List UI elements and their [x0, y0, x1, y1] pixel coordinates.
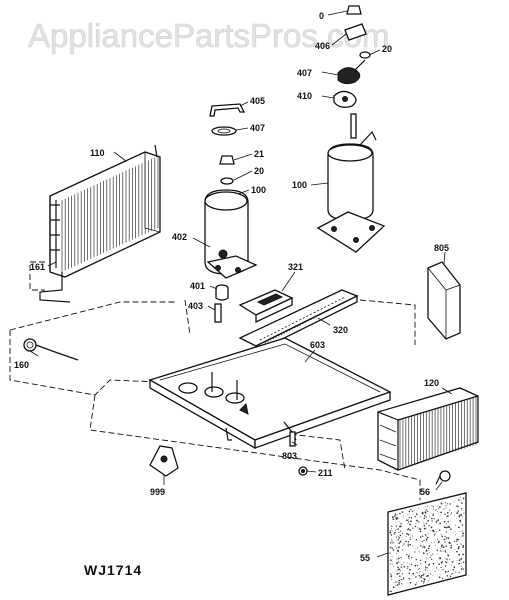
- clip-56: [435, 470, 451, 485]
- callout-21: 21: [254, 149, 264, 159]
- nut-21: [219, 155, 235, 165]
- callout-402: 402: [172, 232, 187, 242]
- callout-321: 321: [288, 262, 303, 272]
- compressor-100-right: [316, 130, 386, 253]
- callout-labels: 110 0 406 20 407 410 405 407 21 20 100 1…: [14, 11, 449, 563]
- bracket-405: [209, 103, 246, 117]
- base-pan-603: [148, 337, 392, 450]
- callout-405: 405: [250, 96, 265, 106]
- condenser-coil-110: [49, 144, 161, 278]
- panel-805: [427, 261, 461, 340]
- callout-410: 410: [297, 91, 312, 101]
- filter-55: [387, 492, 467, 596]
- callout-403: 403: [188, 301, 203, 311]
- callout-100-left: 100: [251, 185, 266, 195]
- plate-410: [333, 90, 357, 108]
- callout-603: 603: [310, 340, 325, 350]
- washer-20-left: [220, 177, 234, 185]
- callout-401: 401: [190, 281, 205, 291]
- mount-999: [149, 445, 179, 477]
- pin-403: [214, 303, 222, 323]
- callout-160: 160: [14, 360, 29, 370]
- clip-406: [344, 23, 367, 41]
- diagram-code: WJ1714: [84, 562, 142, 578]
- capillary-160: [23, 338, 79, 361]
- callout-110: 110: [90, 148, 105, 158]
- callout-56: 56: [420, 487, 430, 497]
- tube-161: [39, 272, 71, 303]
- stud-right: [350, 113, 357, 139]
- callout-120: 120: [424, 378, 439, 388]
- callout-20-left: 20: [254, 166, 264, 176]
- washer-20-right: [359, 51, 371, 59]
- screw-803: [289, 431, 296, 447]
- callout-407-left: 407: [250, 123, 265, 133]
- callout-803: 803: [282, 451, 297, 461]
- nut-0: [346, 5, 362, 15]
- callout-805: 805: [434, 243, 449, 253]
- callout-55: 55: [360, 553, 370, 563]
- callout-20-right: 20: [382, 44, 392, 54]
- watermark-text: AppliancePartsPros.com: [28, 17, 389, 54]
- bracket-321: [238, 289, 294, 324]
- callout-406: 406: [315, 41, 330, 51]
- callout-0: 0: [319, 11, 324, 21]
- compressor-100-left: [204, 189, 258, 279]
- evaporator-coil-120: [377, 387, 479, 471]
- callout-211: 211: [318, 468, 333, 478]
- gasket-407-right: [337, 59, 366, 85]
- callout-407-right: 407: [297, 68, 312, 78]
- grommet-401: [215, 284, 229, 301]
- gasket-407-left: [211, 126, 237, 136]
- nut-211: [298, 466, 308, 476]
- callout-999: 999: [150, 487, 165, 497]
- callout-100-right: 100: [292, 180, 307, 190]
- tray-320: [238, 289, 359, 354]
- callout-161: 161: [30, 262, 45, 272]
- callout-320: 320: [333, 325, 348, 335]
- leader-lines: [29, 10, 453, 558]
